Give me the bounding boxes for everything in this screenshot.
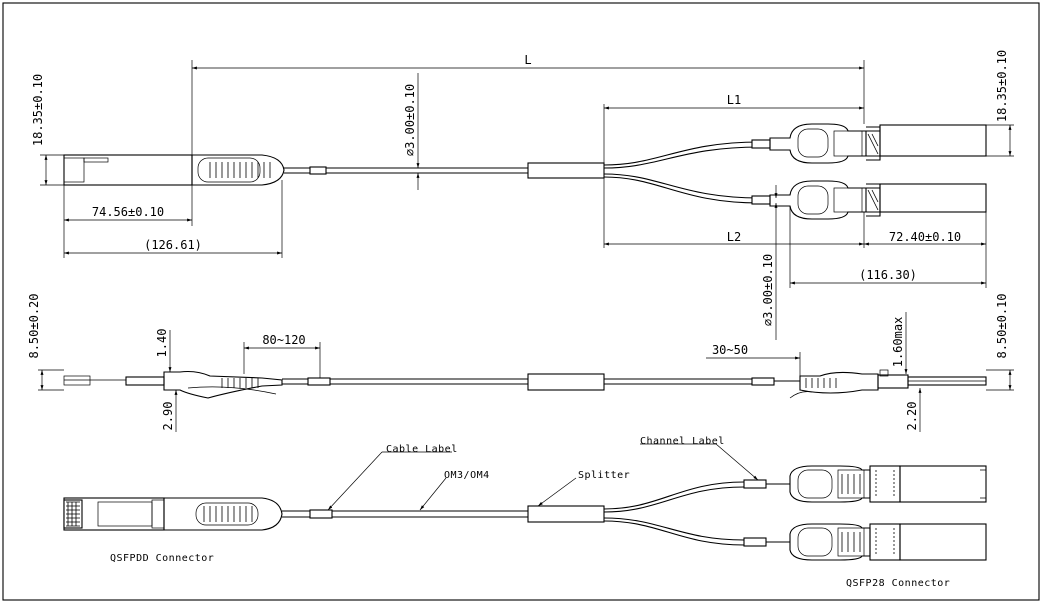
top-right-qsfp28-upper bbox=[769, 123, 987, 164]
dim-branch-length-1-text: L1 bbox=[727, 93, 741, 107]
top-right-qsfp28-lower bbox=[769, 180, 987, 220]
dim-left-connector-height: 18.35±0.10 bbox=[31, 74, 64, 186]
dim-label-position-left-text: 80~120 bbox=[262, 333, 305, 347]
dim-right-connector-body: 72.40±0.10 bbox=[864, 212, 987, 288]
bottom-main-cable bbox=[282, 479, 790, 547]
bottom-view: Cable Label OM3/OM4 Splitter Channel Lab… bbox=[63, 436, 987, 589]
dim-branch-length-1: L1 bbox=[603, 93, 864, 163]
callout-cable-label: Cable Label bbox=[327, 444, 458, 511]
connector-label-right: QSFP28 Connector bbox=[846, 578, 950, 589]
callout-fiber-type-text: OM3/OM4 bbox=[444, 470, 490, 481]
dim-overall-length: L bbox=[191, 53, 865, 155]
side-splitter-body bbox=[527, 373, 605, 391]
dim-left-connector-body: 74.56±0.10 bbox=[63, 185, 193, 258]
bottom-right-qsfp28-upper bbox=[789, 465, 987, 503]
dim-label-position-right: 30~50 bbox=[706, 343, 801, 376]
dim-left-connector-total: (126.61) bbox=[64, 180, 283, 258]
top-splitter-body bbox=[527, 162, 605, 179]
dim-left-latch-offset-text: 2.90 bbox=[161, 402, 175, 431]
callout-channel-label: Channel Label bbox=[640, 436, 759, 481]
callout-cable-label-text: Cable Label bbox=[386, 444, 458, 455]
dim-right-connector-body-text: 72.40±0.10 bbox=[889, 230, 961, 244]
dim-right-latch-offset: 2.20 bbox=[905, 388, 922, 432]
dim-overall-length-text: L bbox=[524, 53, 531, 67]
dim-branch-cable-diameter-text: ∅3.00±0.10 bbox=[761, 254, 775, 326]
dim-left-connector-total-text: (126.61) bbox=[144, 238, 202, 252]
top-left-qsfpdd-connector bbox=[63, 154, 285, 186]
bottom-left-qsfpdd-connector bbox=[63, 497, 283, 531]
dim-left-side-thickness-text: 8.50±0.20 bbox=[27, 293, 41, 358]
dim-right-latch-height: 1.60max bbox=[891, 312, 908, 374]
dim-branch-length-2: L2 bbox=[603, 178, 865, 248]
side-left-connector bbox=[63, 370, 283, 399]
dim-right-connector-total-text: (116.30) bbox=[859, 268, 917, 282]
dim-main-cable-diameter: ∅3.00±0.10 bbox=[403, 73, 420, 190]
dim-left-connector-height-text: 18.35±0.10 bbox=[31, 74, 45, 146]
dim-right-side-thickness-text: 8.50±0.10 bbox=[995, 293, 1009, 358]
dim-right-connector-height-text: 18.35±0.10 bbox=[995, 50, 1009, 122]
top-view: L L1 L2 72.40±0.10 (116.30) bbox=[31, 50, 1014, 340]
dim-right-latch-height-text: 1.60max bbox=[891, 317, 905, 368]
dim-branch-cable-diameter: ∅3.00±0.10 bbox=[761, 185, 778, 340]
callout-splitter: Splitter bbox=[537, 470, 630, 507]
callout-splitter-text: Splitter bbox=[578, 470, 630, 481]
connector-label-left: QSFPDD Connector bbox=[110, 553, 214, 564]
side-view: 80~120 30~50 8.50±0.20 1.40 2.90 1.60ma bbox=[27, 293, 1014, 432]
top-branch-cables bbox=[603, 139, 771, 205]
dim-label-position-right-text: 30~50 bbox=[712, 343, 748, 357]
dim-left-latch-height-text: 1.40 bbox=[155, 329, 169, 358]
dim-right-latch-offset-text: 2.20 bbox=[905, 402, 919, 431]
dim-branch-length-2-text: L2 bbox=[727, 230, 741, 244]
side-right-connector bbox=[789, 369, 987, 399]
dim-right-connector-height: 18.35±0.10 bbox=[986, 50, 1014, 157]
top-main-cable bbox=[284, 162, 605, 179]
callout-channel-label-text: Channel Label bbox=[640, 436, 725, 447]
side-main-cable bbox=[282, 373, 800, 391]
dim-left-connector-body-text: 74.56±0.10 bbox=[92, 205, 164, 219]
dim-right-connector-total: (116.30) bbox=[789, 206, 986, 288]
bottom-splitter-body bbox=[527, 505, 605, 523]
dim-right-side-thickness: 8.50±0.10 bbox=[986, 293, 1014, 391]
bottom-right-qsfp28-lower bbox=[789, 523, 987, 561]
dim-left-side-thickness: 8.50±0.20 bbox=[27, 293, 64, 391]
dim-left-latch-offset: 2.90 bbox=[161, 390, 178, 432]
dim-left-latch-height: 1.40 bbox=[155, 329, 172, 372]
dim-label-position-left: 80~120 bbox=[243, 333, 321, 378]
callout-fiber-type: OM3/OM4 bbox=[419, 470, 490, 511]
dim-main-cable-diameter-text: ∅3.00±0.10 bbox=[403, 84, 417, 156]
